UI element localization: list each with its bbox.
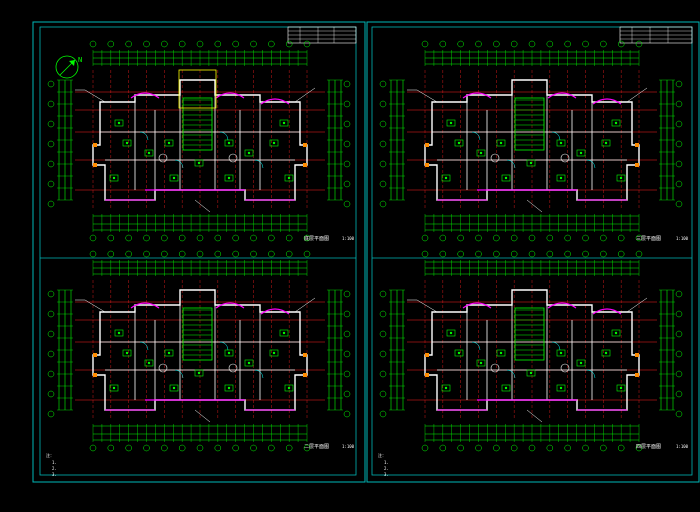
north-arrow-label: N xyxy=(78,56,82,64)
plan-scale-br: 1:100 xyxy=(676,444,689,449)
note-left-2: 2. xyxy=(52,466,57,471)
floor-plan-bl xyxy=(47,250,351,452)
sheet-left-frame xyxy=(32,21,366,483)
note-left-1: 1. xyxy=(52,460,57,465)
title-block-right xyxy=(619,26,693,44)
plan-scale-tl: 1:100 xyxy=(342,236,355,241)
plan-scale-bl: 1:100 xyxy=(342,444,355,449)
note-right-3: 3. xyxy=(384,472,389,477)
note-right-2: 2. xyxy=(384,466,389,471)
plan-title-br: 四层平面图 xyxy=(636,444,661,450)
floor-plans xyxy=(47,40,683,452)
note-right-0: 注： xyxy=(378,452,386,458)
plan-titles: 底层平面图 1:100 二层平面图 1:100 三层平面图 1:100 四层平面… xyxy=(304,235,689,450)
floor-plan-br xyxy=(379,250,683,452)
floor-plan-tr xyxy=(379,40,683,242)
sheet-right-inner-frame xyxy=(371,26,693,476)
sheet-left-inner-frame xyxy=(39,26,357,476)
note-left-3: 3. xyxy=(52,472,57,477)
notes-right: 注： 1. 2. 3. xyxy=(378,452,389,477)
plan-title-tl: 底层平面图 xyxy=(304,235,329,242)
floor-plan-tl xyxy=(47,40,351,242)
note-right-1: 1. xyxy=(384,460,389,465)
plan-title-bl: 二层平面图 xyxy=(304,444,329,450)
sheet-right-frame xyxy=(366,21,700,483)
title-block-left xyxy=(287,26,357,44)
notes-left: 注： 1. 2. 3. xyxy=(46,452,57,477)
north-arrow-icon: N xyxy=(55,55,82,79)
plan-title-tr: 三层平面图 xyxy=(636,236,661,242)
sheet-frames xyxy=(32,21,700,483)
note-left-0: 注： xyxy=(46,452,54,458)
plan-scale-tr: 1:100 xyxy=(676,236,689,241)
